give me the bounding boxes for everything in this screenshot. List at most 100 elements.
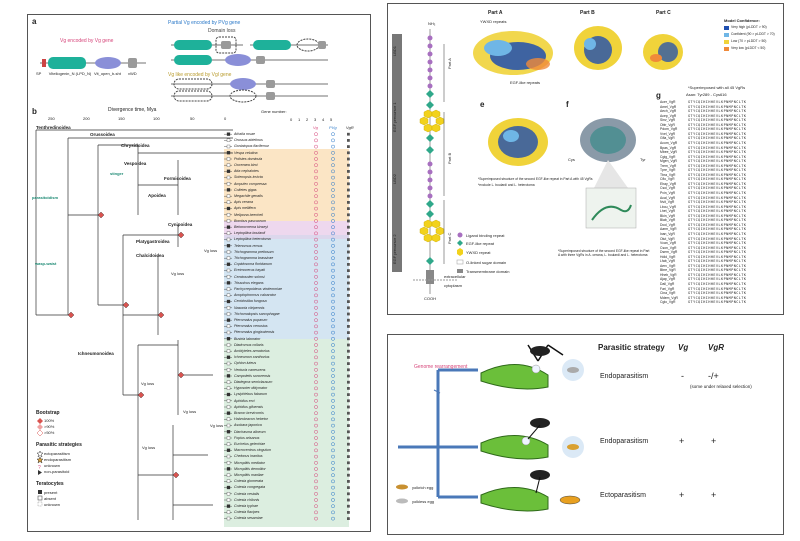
- pvg-count-mark: [331, 405, 335, 409]
- bootstrap-nodes: [67, 211, 185, 479]
- species-name: Euchelus gelechiae: [234, 442, 266, 446]
- note-row-1: (some under relaxed selection): [690, 384, 752, 389]
- alignment-row-name: Mdem_VgR: [660, 295, 678, 300]
- vg-count-mark: [314, 138, 318, 143]
- pvg-count-mark: [331, 491, 335, 496]
- vg-count-mark: [314, 355, 318, 360]
- alignment-row-name: Ixan_VgR: [660, 231, 675, 236]
- alignment-row-name: Dall_VgR: [660, 282, 675, 286]
- pvg-count-mark: [331, 429, 335, 434]
- pvg-count-mark: [331, 454, 335, 459]
- legend-item: Transmembrane domain: [466, 269, 510, 274]
- clade-label: Apoidea: [148, 193, 166, 198]
- teratocyte-mark: [226, 442, 231, 446]
- species-name: Athalia rosae: [234, 132, 255, 136]
- vgr-count-mark: [347, 325, 350, 328]
- vgr-count-mark: [347, 157, 350, 161]
- teratocyte-mark: [226, 299, 231, 304]
- vgr-count-mark: [347, 343, 350, 347]
- gene-tick: 2: [306, 117, 309, 122]
- pvg-count-mark: [331, 212, 335, 217]
- vg-count-mark: [314, 231, 318, 236]
- vg-count-mark: [314, 448, 318, 453]
- pvg-count-mark: [331, 281, 335, 285]
- tyr-label: Tyr: [640, 157, 646, 162]
- species-name: Bombus pascuorum: [234, 218, 266, 223]
- vgr-count-mark: [347, 374, 350, 378]
- pvg-count-mark: [331, 367, 335, 372]
- strategy-item: ectoparasitism: [44, 451, 70, 456]
- alignment-row-seq: GTYCQIHIHHEVLKPNMPNCLTK: [688, 300, 747, 305]
- sp-domain: [42, 59, 46, 67]
- part-b-title: Part B: [580, 10, 595, 16]
- alignment-row-seq: GTYCQIHIHHEVLKPNMPNCLTK: [688, 282, 747, 286]
- vgr-count-mark: [347, 194, 350, 198]
- pvg-count-mark: [331, 510, 335, 515]
- species-name: Ichneumon xanthorius: [234, 355, 270, 360]
- teratocyte-mark: [226, 312, 231, 316]
- species-name: Diachasma alloeum: [234, 429, 266, 434]
- vg-count-mark: [314, 349, 318, 354]
- terato-item: unknown: [44, 502, 61, 507]
- species-name: Pteromalus venustus: [234, 324, 268, 329]
- conf-swatch: [724, 47, 729, 51]
- species-name: Eretmocerus hayati: [234, 268, 265, 273]
- species-name: Melipona beecheii: [234, 212, 263, 217]
- vg-count-mark: [314, 423, 318, 428]
- pvg-count-mark: [331, 225, 335, 230]
- pvg-count-mark: [331, 163, 335, 168]
- axis-tick: 50: [190, 116, 195, 121]
- vg-count-mark: [314, 256, 318, 261]
- vgr-count-mark: [347, 238, 350, 241]
- event-vg-loss: Vg loss: [142, 445, 156, 450]
- gene-structure-diagram: [40, 36, 328, 103]
- vgl-gene-variants: [171, 78, 328, 103]
- species-name: Ceratosolen solmsi: [234, 274, 265, 279]
- teratocyte-mark: [226, 144, 231, 149]
- species-name: Diadromus collaris: [234, 342, 264, 347]
- pvg-count-mark: [331, 374, 335, 378]
- vg-row-2: +: [679, 436, 685, 446]
- pvg-count-mark: [331, 250, 335, 254]
- vg-count-mark: [314, 181, 318, 186]
- phylogenetic-tree: [35, 129, 233, 520]
- clade-label: Orussoidea: [90, 132, 115, 137]
- alignment-row-name: Acom_VgR: [660, 140, 678, 145]
- teratocyte-mark: [226, 461, 231, 465]
- teratocyte-mark: [226, 194, 231, 198]
- pvg-count-mark: [331, 336, 335, 341]
- figure-panel-ab: a Vg encoded by Vg gene Partial Vg encod…: [27, 14, 371, 532]
- clade-label: Cynipoidea: [168, 222, 193, 227]
- vg-count-mark: [314, 212, 318, 217]
- alignment-row-seq: GTYCQIHIHHEVLKPNMPNCLTK: [688, 113, 747, 118]
- pvg-count-mark: [331, 343, 335, 347]
- legend-symbols: ?: [36, 418, 44, 507]
- teratocyte-mark: [226, 182, 231, 186]
- alignment-row-name: Aarm_VgR: [660, 227, 677, 232]
- alignment-row-name: Lbou_VgR: [660, 204, 677, 209]
- vgr-count-mark: [347, 151, 350, 155]
- vgr-domain-diagram: [392, 29, 458, 294]
- part-b-bracket: Part B: [447, 152, 452, 164]
- vgr-count-mark: [347, 405, 350, 409]
- domain-loss-label: Domain loss: [208, 28, 236, 34]
- teratocyte-mark: [226, 368, 231, 372]
- pvg-count-mark: [331, 380, 335, 385]
- alignment-row-name: Ajap_VgR: [660, 277, 676, 282]
- pvg-count-mark: [331, 150, 335, 155]
- vgr-count-mark: [347, 201, 350, 204]
- vgr-count-mark: [347, 207, 350, 210]
- pvg-count-mark: [331, 312, 335, 316]
- vg-count-mark: [314, 293, 318, 298]
- vg-count-mark: [314, 460, 318, 465]
- clade-label: Chrysidoidea: [121, 143, 150, 148]
- pvg-count-mark: [331, 355, 335, 360]
- pvg-count-mark: [331, 330, 335, 335]
- pvg-count-mark: [331, 398, 335, 403]
- pvg-count-mark: [331, 516, 335, 521]
- teratocyte-mark: [226, 188, 231, 192]
- col-vg: Vg: [678, 343, 689, 352]
- teratocyte-mark: [226, 361, 231, 366]
- legend-item: O-linked sugar domain: [466, 260, 507, 265]
- alignment-row-name: Acal_VgR: [660, 195, 676, 200]
